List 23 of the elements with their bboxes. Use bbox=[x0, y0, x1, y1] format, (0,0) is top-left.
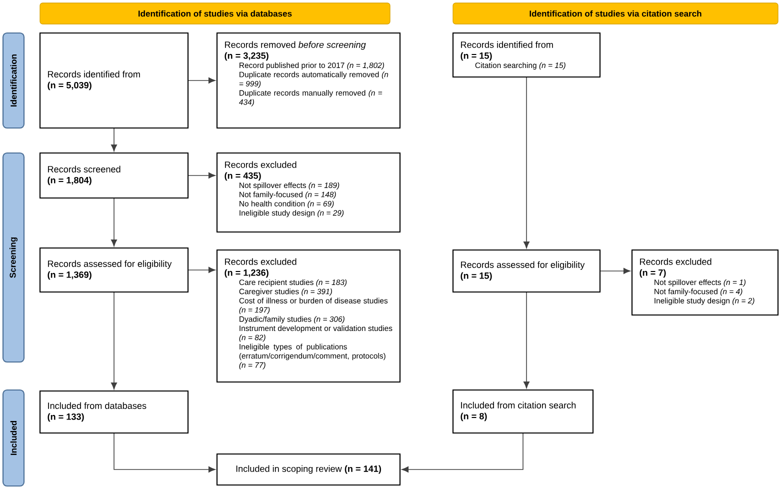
arrow bbox=[600, 268, 630, 274]
process-box: Included from databases (n = 133) bbox=[39, 390, 189, 434]
arrow bbox=[402, 433, 524, 472]
arrow bbox=[111, 292, 117, 390]
arrow bbox=[188, 172, 216, 178]
phase-label: Included bbox=[2, 389, 25, 487]
process-box: Included in scoping review (n = 141) bbox=[216, 453, 401, 486]
process-box: Records screened (n = 1,804) bbox=[39, 152, 189, 199]
arrow bbox=[188, 78, 216, 84]
process-box: Records assessed for eligibility (n = 15) bbox=[452, 249, 601, 293]
process-box: Included from citation search (n = 8) bbox=[452, 389, 594, 434]
phase-label: Screening bbox=[2, 152, 25, 363]
process-box: Records identified from (n = 5,039) bbox=[39, 32, 189, 129]
arrow bbox=[111, 128, 117, 152]
arrow bbox=[114, 433, 216, 472]
arrow bbox=[111, 198, 117, 246]
section-header: Identification of studies via databases bbox=[40, 2, 390, 24]
arrow bbox=[524, 77, 530, 248]
arrow bbox=[188, 267, 216, 273]
phase-label: Identification bbox=[2, 32, 25, 129]
process-box: Records assessed for eligibility (n = 1,369) bbox=[39, 247, 189, 293]
arrow bbox=[524, 292, 530, 388]
section-header: Identification of studies via citation search bbox=[452, 2, 778, 24]
